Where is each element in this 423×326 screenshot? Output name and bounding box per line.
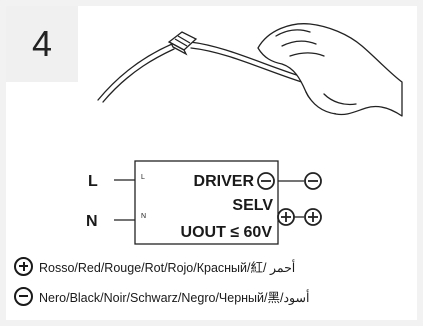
- driver-n-mark: N: [141, 213, 146, 220]
- driver-title: DRIVER: [194, 173, 255, 190]
- wire-connector-icon: [167, 31, 198, 56]
- instruction-card: 4 L N L: [6, 6, 417, 320]
- legend-negative-text: Nero/Black/Noir/Schwarz/Negro/Черный/黑/أ…: [39, 290, 310, 305]
- selv-label: SELV: [232, 197, 273, 214]
- legend-positive-row: Rosso/Red/Rouge/Rot/Rojo/Красный/紅/ أحمر: [14, 255, 295, 277]
- neutral-terminal-label: N: [86, 213, 98, 230]
- driver-box: [134, 160, 279, 245]
- plus-circle-icon: [14, 256, 33, 276]
- driver-plus-terminal-icon: [277, 208, 295, 226]
- uout-label: UOUT ≤ 60V: [181, 224, 273, 241]
- step-number-box: 4: [6, 6, 78, 82]
- driver-minus-terminal-icon: [257, 172, 275, 190]
- minus-circle-icon: [14, 286, 33, 306]
- step-number: 4: [31, 23, 53, 64]
- legend-positive-text: Rosso/Red/Rouge/Rot/Rojo/Красный/紅/ أحمر: [39, 260, 296, 275]
- output-plus-terminal-icon: [304, 208, 322, 226]
- wiring-illustration: L N L N DRIVER SELV UOUT ≤ 60V: [86, 23, 403, 245]
- hand-illustration: [257, 23, 403, 117]
- legend-negative-row: Nero/Black/Noir/Schwarz/Negro/Черный/黑/أ…: [14, 285, 309, 307]
- output-minus-terminal-icon: [304, 172, 322, 190]
- line-terminal-label: L: [88, 173, 98, 190]
- driver-l-mark: L: [141, 174, 145, 181]
